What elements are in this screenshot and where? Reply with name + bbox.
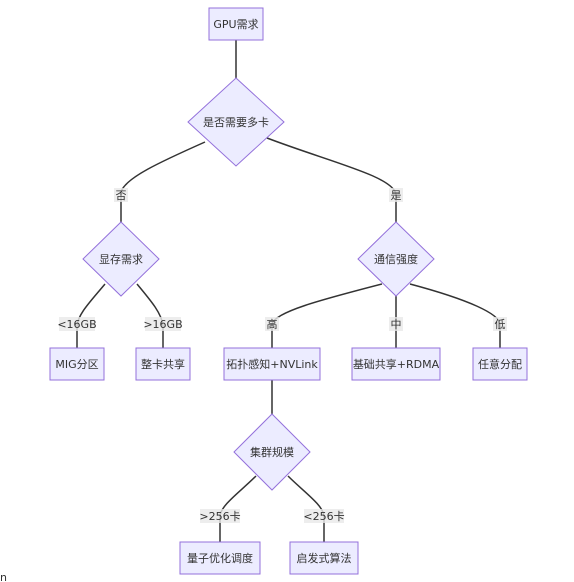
svg-text:否: 否 [116,189,127,202]
node-multi-card-decision-label: 是否需要多卡 [203,115,269,129]
edge-multi-comm [266,137,397,222]
edge-label-low: 低 [493,317,507,331]
node-quantum-scheduling-label: 量子优化调度 [187,551,253,565]
node-multi-card-decision: 是否需要多卡 [187,77,285,167]
node-memory-decision-label: 显存需求 [99,252,143,266]
node-gpu-demand: GPU需求 [208,7,264,41]
node-any-allocation: 任意分配 [472,347,528,381]
svg-text:高: 高 [267,317,278,331]
node-cluster-scale-decision: 集群规模 [233,413,311,491]
node-any-allocation-label: 任意分配 [478,357,522,371]
node-whole-card-share: 整卡共享 [135,347,191,381]
node-basic-share-rdma: 基础共享+RDMA [351,347,441,381]
svg-text:<16GB: <16GB [57,318,96,331]
stray-text: n [0,571,7,582]
node-basic-share-rdma-label: 基础共享+RDMA [353,357,440,371]
edge-multi-mem [120,141,206,222]
edge-comm-topo [271,283,383,348]
edge-label-high: 高 [265,317,279,331]
node-topology-nvlink: 拓扑感知+NVLink [223,347,321,381]
svg-text:>256卡: >256卡 [199,510,240,523]
svg-text:<256卡: <256卡 [303,510,344,523]
edge-label-lt256: <256卡 [303,509,345,523]
node-gpu-demand-label: GPU需求 [213,18,258,31]
edge-mem-whole [136,283,164,348]
node-communication-decision: 通信强度 [357,221,435,297]
edge-label-mid: 中 [389,317,403,331]
svg-text:中: 中 [391,318,402,331]
node-topology-nvlink-label: 拓扑感知+NVLink [226,357,318,371]
node-heuristic-algorithm-label: 启发式算法 [297,551,352,565]
node-whole-card-share-label: 整卡共享 [141,357,185,371]
node-cluster-scale-decision-label: 集群规模 [250,445,294,459]
edge-comm-any [409,283,501,348]
node-heuristic-algorithm: 启发式算法 [289,541,359,575]
svg-text:低: 低 [495,318,506,331]
node-communication-decision-label: 通信强度 [374,252,418,266]
svg-text:是: 是 [391,189,402,202]
edge-mem-mig [76,283,106,348]
edge-label-lt16gb: <16GB [57,317,97,331]
edge-label-no: 否 [114,188,128,202]
node-mig-partition: MIG分区 [49,347,105,381]
svg-text:>16GB: >16GB [143,318,182,331]
node-quantum-scheduling: 量子优化调度 [179,541,261,575]
node-mig-partition-label: MIG分区 [55,358,98,371]
edge-label-yes: 是 [389,188,403,202]
edge-label-gt16gb: >16GB [143,317,183,331]
edge-label-gt256: >256卡 [199,509,241,523]
node-memory-decision: 显存需求 [82,221,160,297]
